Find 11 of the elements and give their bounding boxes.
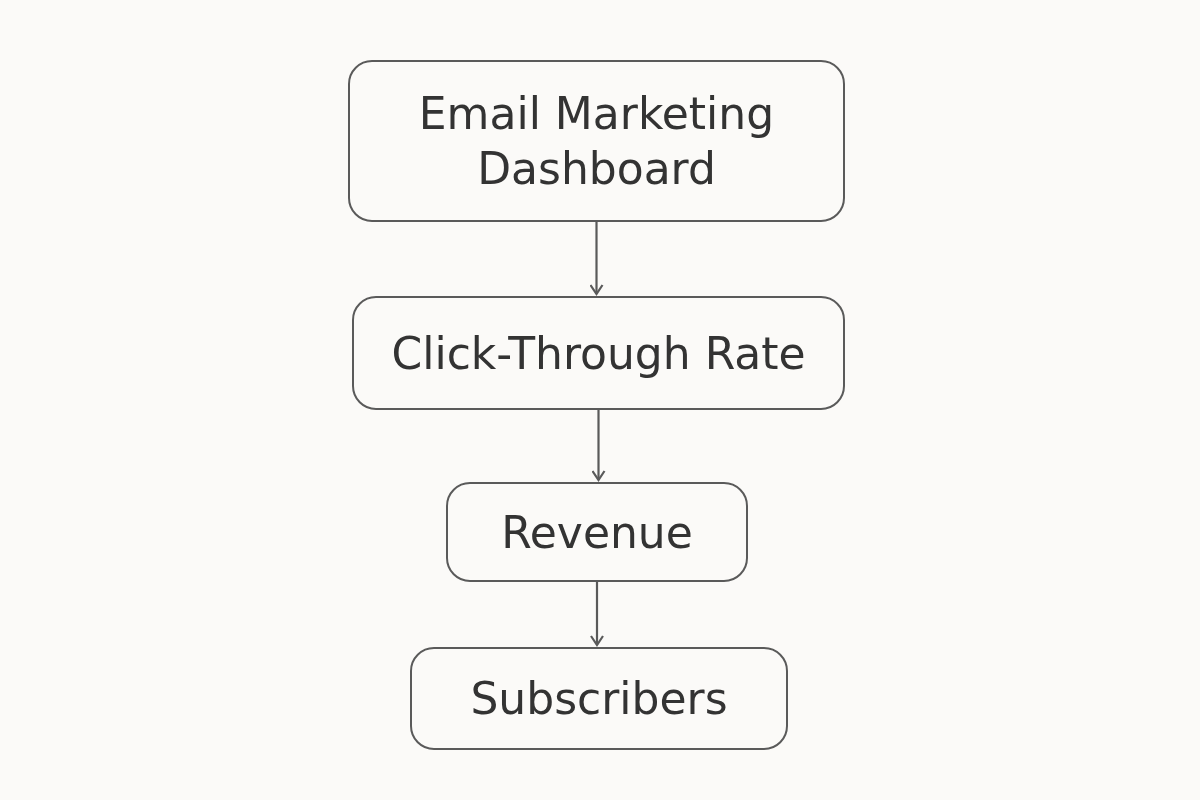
box-label: Click-Through Rate — [391, 326, 806, 381]
arrow — [591, 410, 606, 482]
box-label: Email Marketing Dashboard — [417, 87, 776, 196]
process-box — [352, 296, 845, 410]
process-box — [410, 647, 788, 750]
process-box — [446, 482, 748, 582]
box-label: Revenue — [501, 505, 693, 560]
box-label: Subscribers — [470, 672, 728, 726]
process-box — [348, 60, 845, 222]
arrow — [589, 582, 605, 647]
arrow — [589, 222, 604, 296]
